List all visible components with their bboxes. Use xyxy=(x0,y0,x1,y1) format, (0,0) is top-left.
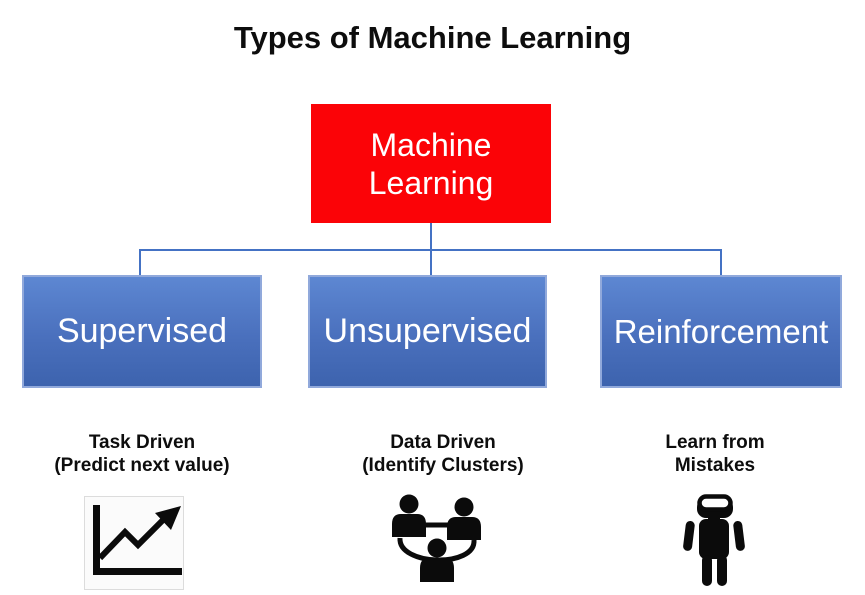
node-reinforcement: Reinforcement xyxy=(600,275,842,388)
description-reinforcement-line1: Learn from xyxy=(665,432,765,453)
node-unsupervised-label: Unsupervised xyxy=(323,312,532,350)
node-supervised-label: Supervised xyxy=(56,312,228,350)
robot-icon xyxy=(683,494,745,586)
description-supervised-line2: (Predict next value) xyxy=(54,455,230,476)
description-supervised-line1: Task Driven xyxy=(88,432,196,453)
node-machine-learning-label: Machine Learning xyxy=(368,126,494,201)
node-machine-learning: Machine Learning xyxy=(311,104,551,223)
node-reinforcement-label: Reinforcement xyxy=(613,312,829,350)
node-supervised: Supervised xyxy=(22,275,262,388)
description-unsupervised-line1: Data Driven xyxy=(390,432,496,453)
description-reinforcement: Learn from Mistakes xyxy=(590,431,840,477)
page-title: Types of Machine Learning xyxy=(233,20,632,55)
description-unsupervised-line2: (Identify Clusters) xyxy=(362,455,524,476)
description-supervised: Task Driven (Predict next value) xyxy=(17,431,267,477)
description-unsupervised: Data Driven (Identify Clusters) xyxy=(318,431,568,477)
people-cluster-icon xyxy=(392,494,481,582)
connector-left-stem xyxy=(139,249,141,276)
connector-right-stem xyxy=(720,249,722,276)
node-unsupervised: Unsupervised xyxy=(308,275,547,388)
connector-horizontal-bar xyxy=(139,249,722,251)
description-reinforcement-line2: Mistakes xyxy=(674,455,756,476)
trend-chart-icon xyxy=(84,496,184,590)
